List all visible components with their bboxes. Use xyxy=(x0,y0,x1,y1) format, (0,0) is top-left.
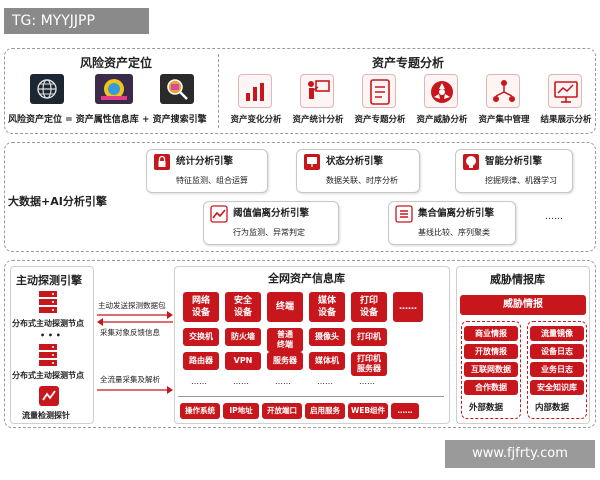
checklist-icon xyxy=(362,74,396,108)
watermark-tag: TG: MYYJJPP xyxy=(4,8,149,34)
top-section xyxy=(4,48,596,134)
threat-item: 商业情报 xyxy=(464,326,518,341)
topic-item-label: 资产统计分析 xyxy=(292,115,344,125)
probe-node-label: 流量检测探针 xyxy=(22,411,70,420)
engine-title: 统计分析引擎 xyxy=(176,156,234,167)
asset-dots: …… xyxy=(359,377,375,386)
external-data-box xyxy=(461,321,521,419)
network-icon xyxy=(486,74,520,108)
arrow-label: 采集对象反馈信息 xyxy=(100,328,160,337)
server-icon xyxy=(38,290,58,318)
threat-item: 设备日志 xyxy=(530,344,584,359)
asset-item: 打印机 xyxy=(351,328,387,346)
trend-icon xyxy=(209,204,229,224)
topic-item-label: 资产集中管理 xyxy=(478,115,530,125)
threat-item: 合作数据 xyxy=(464,380,518,395)
asset-item: 服务器 xyxy=(267,352,303,370)
engine-subtitle: 特征监测、组合运算 xyxy=(176,176,248,185)
asset-attribute: 开放端口 xyxy=(262,403,302,419)
threat-db-title: 威胁情报库 xyxy=(490,273,545,286)
internal-data-label: 内部数据 xyxy=(535,403,570,413)
hazard-icon xyxy=(424,74,458,108)
arrow-right xyxy=(97,386,173,394)
asset-attribute: …… xyxy=(391,403,419,419)
asset-category-header: 安全 设备 xyxy=(225,292,261,322)
engine-subtitle: 数据关联、时序分析 xyxy=(326,176,398,185)
bigdata-section xyxy=(4,142,596,252)
globe-icon xyxy=(30,74,64,104)
asset-item: 防火墙 xyxy=(225,328,261,346)
footer-watermark: www.fjfrty.com xyxy=(445,440,595,468)
probe-dots: • • • xyxy=(40,331,61,340)
arrow-label: 全流量采集及解析 xyxy=(100,375,160,384)
asset-dots: …… xyxy=(233,377,249,386)
display-icon xyxy=(548,74,582,108)
topic-section-title: 资产专题分析 xyxy=(372,56,445,70)
top-divider xyxy=(218,54,219,128)
asset-attribute: WEB组件 xyxy=(348,403,388,419)
asset-dots: …… xyxy=(191,377,207,386)
attribute-line xyxy=(178,396,444,397)
engine-title: 智能分析引擎 xyxy=(485,156,543,167)
chart-icon xyxy=(238,74,272,108)
asset-attribute: 操作系统 xyxy=(180,403,220,419)
probe-node-label: 分布式主动探测节点 xyxy=(12,371,84,380)
asset-item: VPN xyxy=(225,352,261,370)
internal-data-box xyxy=(527,321,587,419)
lock-icon xyxy=(152,152,172,172)
probe-title: 主动探测引擎 xyxy=(16,274,82,287)
asset-attribute: 启用服务 xyxy=(305,403,345,419)
server-icon xyxy=(38,343,58,371)
asset-item: 普通 终端 xyxy=(267,328,303,352)
asset-category-header: 终端 xyxy=(267,292,303,322)
list-icon xyxy=(394,204,414,224)
bigdata-section-title: 大数据+AI分析引擎 xyxy=(8,195,107,208)
arrow-right xyxy=(97,311,173,319)
risk-section-title: 风险资产定位 xyxy=(80,56,153,70)
asset-category-header: 打印 设备 xyxy=(351,292,387,322)
asset-db-title: 全网资产信息库 xyxy=(268,272,345,285)
threat-item: 开放情报 xyxy=(464,344,518,359)
bigdata-more: …… xyxy=(545,212,563,222)
arrow-left xyxy=(97,318,173,326)
engine-title: 状态分析引擎 xyxy=(326,156,384,167)
risk-caption: 风险资产定位 = 资产属性信息库 + 资产搜索引擎 xyxy=(8,115,207,125)
threat-item: 业务日志 xyxy=(530,362,584,377)
threat-item: 流量镜像 xyxy=(530,326,584,341)
asset-item: 摄像头 xyxy=(309,328,345,346)
asset-item: 交换机 xyxy=(183,328,219,346)
threat-intel-header: 威胁情报 xyxy=(460,295,586,315)
asset-attribute: IP地址 xyxy=(223,403,259,419)
engine-subtitle: 挖掘规律、机器学习 xyxy=(485,176,557,185)
asset-item: 媒体机 xyxy=(309,352,345,370)
brain-icon xyxy=(461,152,481,172)
database-graphic-icon xyxy=(95,74,133,104)
external-data-label: 外部数据 xyxy=(469,403,504,413)
probe-node-label: 分布式主动探测节点 xyxy=(12,319,84,328)
monitor-icon xyxy=(302,152,322,172)
engine-subtitle: 行为监测、异常判定 xyxy=(233,228,305,237)
topic-item-label: 资产专题分析 xyxy=(354,115,406,125)
asset-category-header: 媒体 设备 xyxy=(309,292,345,322)
presenter-icon xyxy=(300,74,334,108)
threat-item: 安全知识库 xyxy=(530,380,584,395)
topic-item-label: 资产变化分析 xyxy=(230,115,282,125)
topic-item-label: 结果展示分析 xyxy=(540,115,592,125)
search-graphic-icon xyxy=(160,74,194,104)
asset-category-header: …… xyxy=(393,292,423,322)
engine-title: 阈值偏离分析引擎 xyxy=(233,208,310,219)
asset-dots: …… xyxy=(317,377,333,386)
engine-subtitle: 基线比较、序列聚类 xyxy=(418,228,490,237)
asset-category-header: 网络 设备 xyxy=(183,292,219,322)
asset-dots: …… xyxy=(275,377,291,386)
asset-item: 打印机 服务器 xyxy=(351,352,387,376)
asset-item: 路由器 xyxy=(183,352,219,370)
arrow-label: 主动发送探测数据包 xyxy=(98,301,166,310)
traffic-probe-icon xyxy=(38,385,60,411)
engine-title: 集合偏离分析引擎 xyxy=(418,208,495,219)
threat-item: 互联网数据 xyxy=(464,362,518,377)
bottom-section xyxy=(4,260,596,428)
topic-item-label: 资产威胁分析 xyxy=(416,115,468,125)
